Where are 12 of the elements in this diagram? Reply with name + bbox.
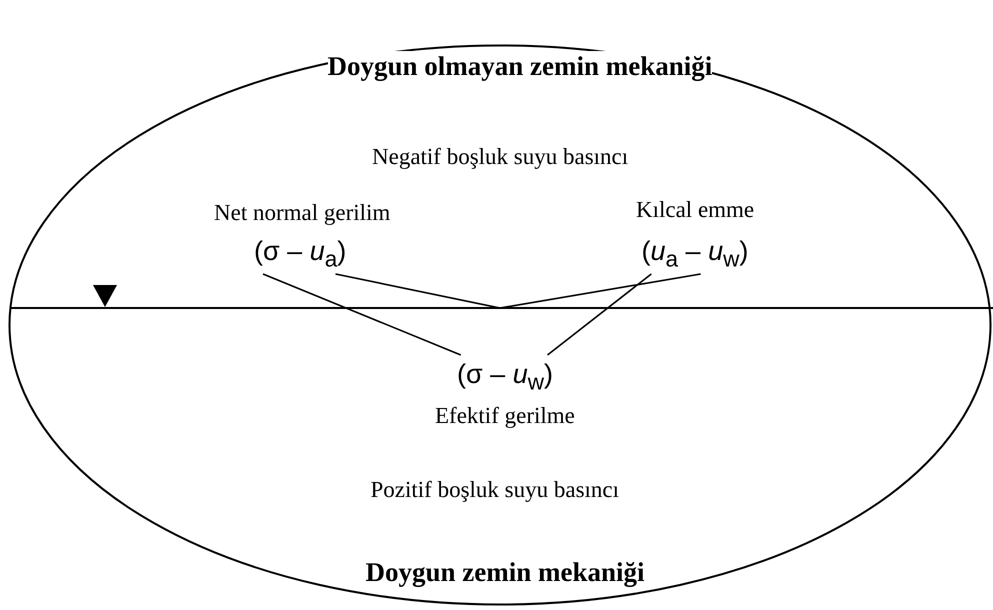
region-label: Negatif boşluk suyu basıncı (372, 144, 628, 170)
term-label: Kılcal emme (636, 197, 754, 223)
heading: Doygun olmayan zemin mekaniği (328, 50, 712, 82)
connector-line (262, 273, 462, 356)
connector-line (335, 273, 701, 309)
formula: (σ – u$_{a}$) (254, 236, 346, 272)
connector-line (547, 273, 652, 356)
term-label: Efektif gerilme (435, 403, 575, 429)
formula: (σ – u$_{w}$) (457, 359, 553, 396)
region-label: Pozitif boşluk suyu basıncı (370, 477, 620, 503)
term-label: Net normal gerilim (214, 200, 390, 226)
formula: (u$_{a}$ – u$_{w}$) (642, 236, 748, 272)
